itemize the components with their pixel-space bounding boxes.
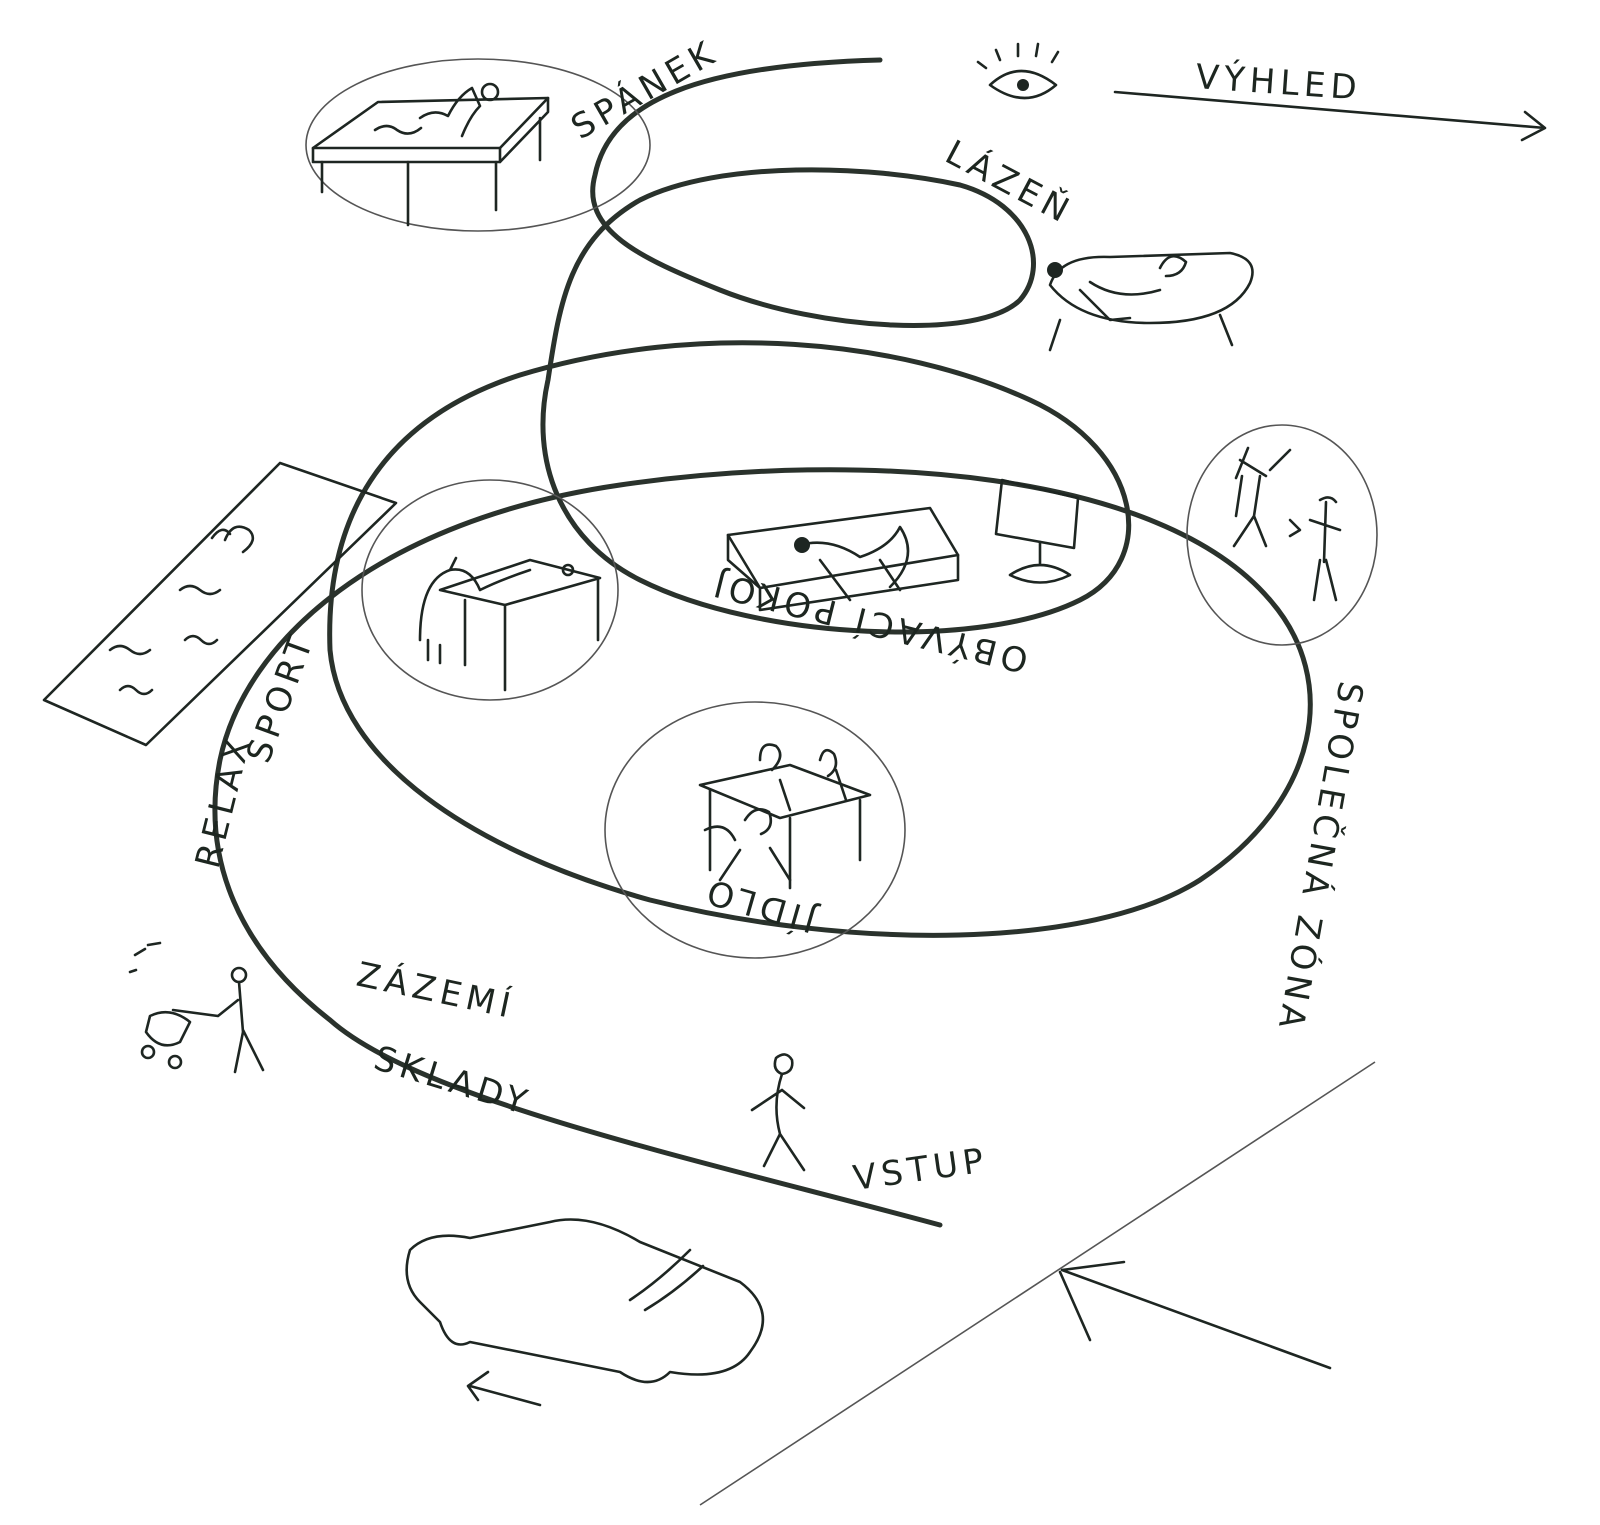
label-sklady: SKLADY (369, 1038, 536, 1124)
label-spolecna-zona: SPOLEČNÁ ZÓNA (1269, 678, 1371, 1036)
lawnmower-illustration (130, 943, 263, 1072)
eye-icon (978, 44, 1058, 98)
bathtub-illustration (1047, 253, 1253, 350)
label-lazen: LÁZEŇ (939, 132, 1080, 233)
bed-illustration (306, 59, 650, 231)
label-zazemi: ZÁZEMÍ (353, 954, 519, 1028)
label-vstup: VSTUP (851, 1140, 991, 1199)
label-spanek: SPÁNEK (564, 31, 725, 148)
label-obyvaci-pokoj: OBÝVACÍ POKOJ (705, 562, 1032, 681)
tv-illustration (996, 480, 1078, 583)
arrow-left-icon (468, 1372, 540, 1405)
arrow-entry-icon (1060, 1262, 1330, 1368)
road-edge-line (700, 1062, 1375, 1505)
walking-person-illustration (752, 1054, 804, 1170)
label-relax: RELAX (188, 730, 260, 872)
car-illustration (407, 1220, 763, 1383)
label-jidlo: JÍDLO (698, 869, 822, 941)
